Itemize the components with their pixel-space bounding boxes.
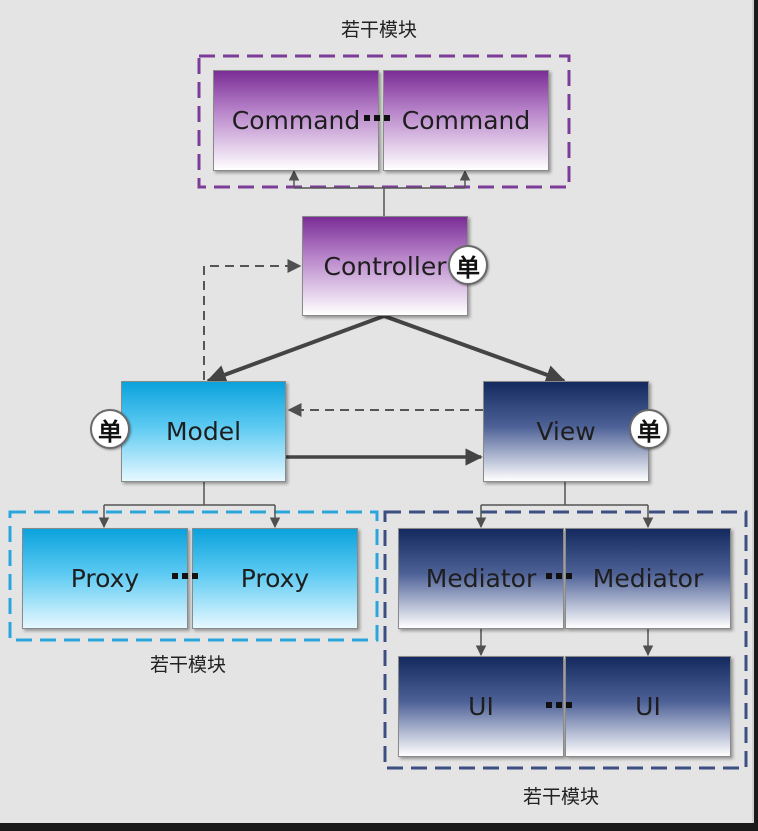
command-ellipsis (364, 115, 390, 121)
controller-to-commands-connector (288, 169, 471, 216)
mediator-ellipsis (546, 573, 572, 579)
ui-box-right: UI (565, 656, 731, 757)
proxy-group-border (8, 510, 379, 642)
mediator-box-right: Mediator (565, 528, 731, 629)
command-group-label: 若干模块 (341, 19, 418, 41)
view-to-mediators-connector (475, 482, 654, 529)
view-box: View (483, 381, 649, 482)
view-singleton-badge: 单 (629, 409, 669, 449)
controller-box: Controller (302, 216, 468, 316)
controller-singleton-badge: 单 (448, 245, 488, 285)
model-box: Model (121, 381, 286, 482)
ui-box-left: UI (398, 656, 564, 757)
proxy-box-left: Proxy (22, 528, 188, 629)
model-singleton-badge: 单 (90, 409, 130, 449)
command-box-right: Command (383, 70, 549, 171)
proxy-box-right: Proxy (192, 528, 358, 629)
controller-to-model-arrow (206, 314, 385, 385)
command-group-border (197, 54, 571, 189)
mediator-box-left: Mediator (398, 528, 564, 629)
mediator-group-border (383, 510, 748, 770)
command-box-left: Command (213, 70, 379, 171)
ui-ellipsis (546, 702, 572, 708)
controller-to-view-arrow (383, 314, 566, 385)
proxy-group-label: 若干模块 (150, 654, 227, 676)
proxy-ellipsis (172, 573, 198, 579)
mediator-group-label: 若干模块 (523, 786, 600, 808)
model-to-proxies-connector (98, 482, 281, 529)
model-to-controller-dashed-arrow (203, 259, 302, 380)
